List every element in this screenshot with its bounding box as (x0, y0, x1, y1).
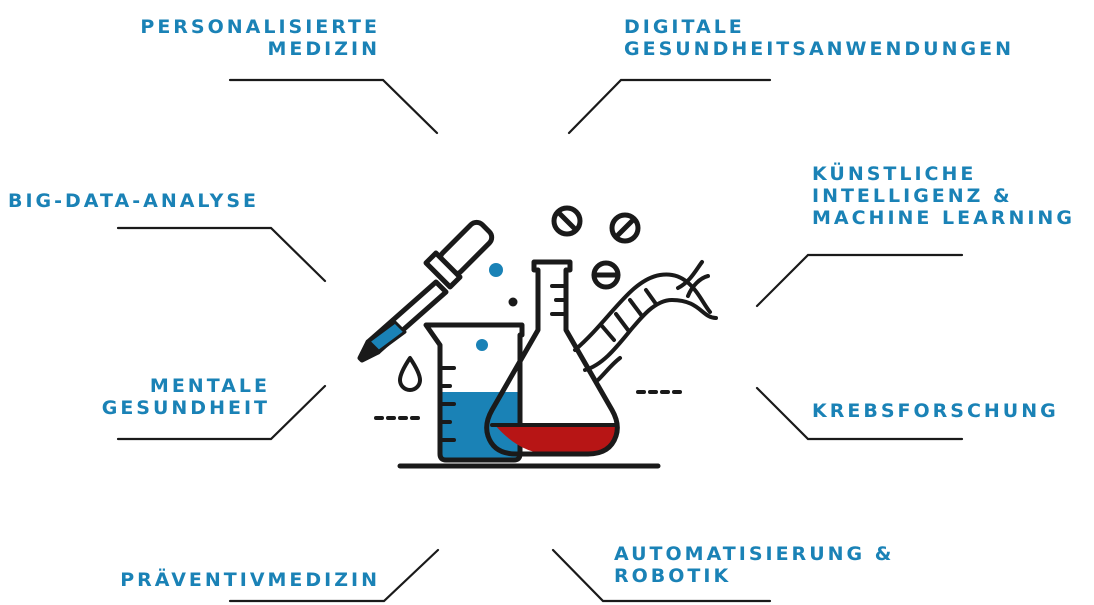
connector-kuenstliche-intelligenz (755, 253, 964, 308)
pill-icon (551, 205, 641, 290)
connector-mentale-gesundheit (116, 384, 327, 441)
label-automatisierung-robotik: AUTOMATISIERUNG & ROBOTIK (614, 543, 895, 587)
bubble-blue-2 (476, 339, 488, 351)
connector-digitale-gesundheitsanwendungen (567, 78, 772, 135)
drop-icon (398, 356, 422, 392)
connector-personalisierte-medizin (228, 78, 439, 135)
connector-big-data-analyse (116, 226, 327, 283)
connector-automatisierung-robotik (551, 548, 772, 603)
pipette-icon (357, 219, 495, 363)
connector-lines (116, 78, 964, 603)
bubble-blue-1 (489, 263, 503, 277)
lab-illustration (357, 205, 718, 469)
flask-icon (484, 259, 620, 457)
label-big-data-analyse: BIG-DATA-ANALYSE (8, 190, 259, 212)
connector-praeventivmedizin (228, 548, 440, 603)
dna-icon (573, 260, 718, 382)
label-mentale-gesundheit: MENTALE GESUNDHEIT (101, 375, 270, 419)
label-personalisierte-medizin: PERSONALISIERTE MEDIZIN (140, 16, 380, 60)
beaker-icon (423, 322, 525, 463)
bubble-dark (508, 297, 518, 307)
label-praeventivmedizin: PRÄVENTIVMEDIZIN (120, 569, 380, 591)
label-digitale-gesundheitsanwendungen: DIGITALE GESUNDHEITSANWENDUNGEN (624, 16, 1014, 60)
label-krebsforschung: KREBSFORSCHUNG (812, 400, 1059, 422)
label-kuenstliche-intelligenz: KÜNSTLICHE INTELLIGENZ & MACHINE LEARNIN… (812, 163, 1075, 229)
connector-krebsforschung (755, 386, 964, 441)
